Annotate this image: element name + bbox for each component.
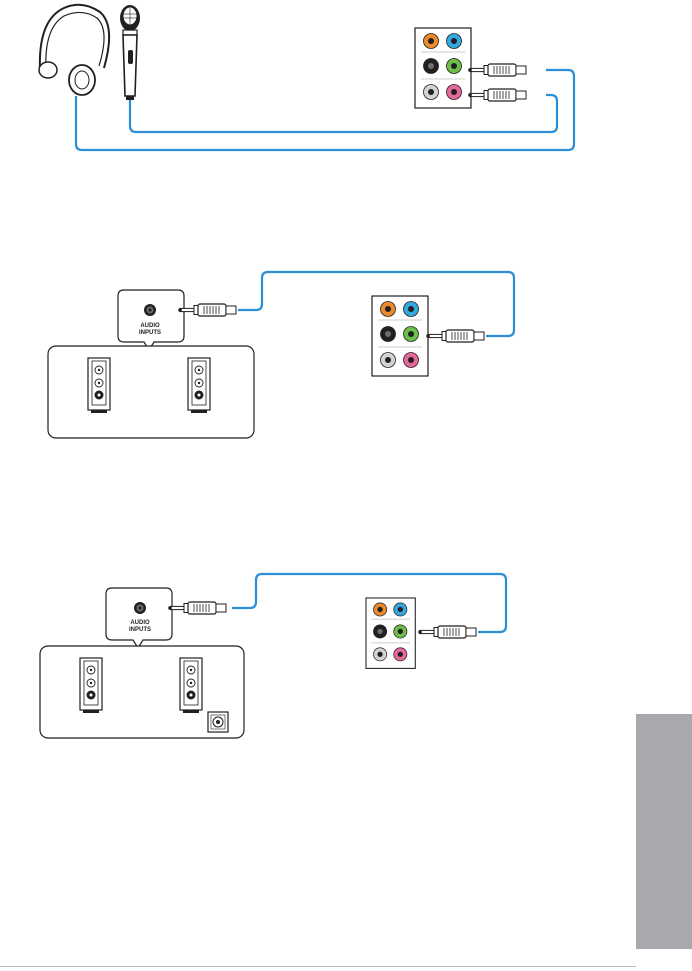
- audio-input-jack-icon: [144, 304, 156, 316]
- headphone-cable: [76, 70, 574, 150]
- audio-jack-panel-icon: [415, 28, 471, 108]
- audio-plug-icon: [178, 304, 236, 316]
- audio-plug-icon: [168, 602, 226, 614]
- audio-inputs-label-line2: INPUTS: [139, 330, 161, 336]
- speaker-group-box: [48, 346, 254, 438]
- audio-jack-panel-icon: [372, 296, 428, 376]
- speaker-icon: [180, 658, 202, 713]
- audio-plug-icon: [418, 626, 476, 638]
- audio-inputs-label-line1: AUDIO: [140, 323, 160, 329]
- audio-inputs-callout: AUDIO INPUTS: [106, 588, 172, 648]
- stereo-speakers-diagram: AUDIO INPUTS: [48, 272, 514, 438]
- speaker-icon: [80, 658, 102, 713]
- headphone-mic-diagram: [39, 5, 574, 150]
- audio-jack-panel-icon: [366, 598, 415, 668]
- headphones-icon: [39, 5, 109, 95]
- speakers-2-1-diagram: AUDIO INPUTS: [40, 574, 506, 738]
- audio-plug-icon: [426, 330, 484, 342]
- speaker-icon: [188, 358, 210, 413]
- audio-plug-icon: [468, 64, 526, 76]
- footer-rule: [0, 966, 636, 967]
- audio-plug-icon: [468, 89, 526, 101]
- audio-inputs-callout: AUDIO INPUTS: [118, 290, 184, 350]
- audio-input-jack-icon: [134, 602, 146, 614]
- subwoofer-icon: [208, 712, 228, 732]
- microphone-icon: [120, 5, 140, 100]
- audio-inputs-label-line2: INPUTS: [129, 627, 151, 633]
- chapter-side-tab: [636, 714, 692, 949]
- audio-inputs-label-line1: AUDIO: [130, 620, 150, 626]
- speaker-icon: [88, 358, 110, 413]
